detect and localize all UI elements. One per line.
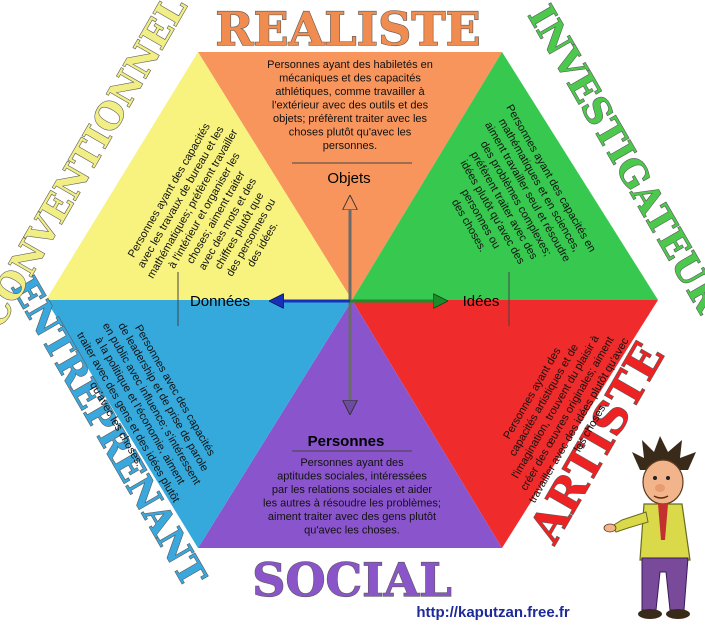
- title-social: SOCIAL: [252, 553, 451, 607]
- description-line: athlétiques, comme travailler à: [275, 86, 425, 98]
- axis-label-donnees: Données: [190, 293, 250, 310]
- description-line: aptitudes sociales, intéressées: [277, 471, 427, 483]
- description-line: qu'avec les choses.: [304, 525, 400, 537]
- axis-arrows: [272, 198, 445, 412]
- description-line: aiment traiter avec des gens plutôt: [268, 511, 436, 523]
- description-social: Personnes ayant des aptitudes sociales, i…: [263, 457, 441, 537]
- triangle-realiste: [198, 52, 502, 300]
- triangle-artiste: [352, 300, 658, 548]
- axis-label-idees: Idées: [463, 293, 500, 310]
- hexagon: [46, 52, 658, 548]
- axis-label-personnes: Personnes: [308, 433, 385, 450]
- triangle-entreprenant: [46, 300, 352, 548]
- description-line: Personnes ayant des: [300, 457, 404, 469]
- description-line: l'extérieur avec des outils et des: [272, 100, 429, 112]
- cartoon-character-illustration: [603, 436, 696, 619]
- axis-label-objets: Objets: [327, 170, 370, 187]
- description-line: Personnes ayant des habiletés en: [267, 59, 433, 71]
- description-line: choses plutôt qu'avec les: [289, 127, 412, 139]
- description-line: objets; préfèrent traiter avec les: [273, 113, 428, 125]
- description-line: mécaniques et des capacités: [279, 73, 421, 85]
- description-line: par les relations sociales et aider: [272, 484, 433, 496]
- title-realiste: REALISTE: [215, 2, 480, 56]
- description-line: les autres à résoudre les problèmes;: [263, 498, 441, 510]
- website-link[interactable]: http://kaputzan.free.fr: [416, 604, 570, 621]
- triangle-investigateur: [352, 52, 658, 300]
- description-realiste: Personnes ayant des habiletés en mécaniqu…: [267, 59, 433, 152]
- triangle-social: [198, 300, 502, 548]
- description-line: personnes.: [323, 140, 377, 152]
- triangle-conventionnel: [46, 52, 352, 300]
